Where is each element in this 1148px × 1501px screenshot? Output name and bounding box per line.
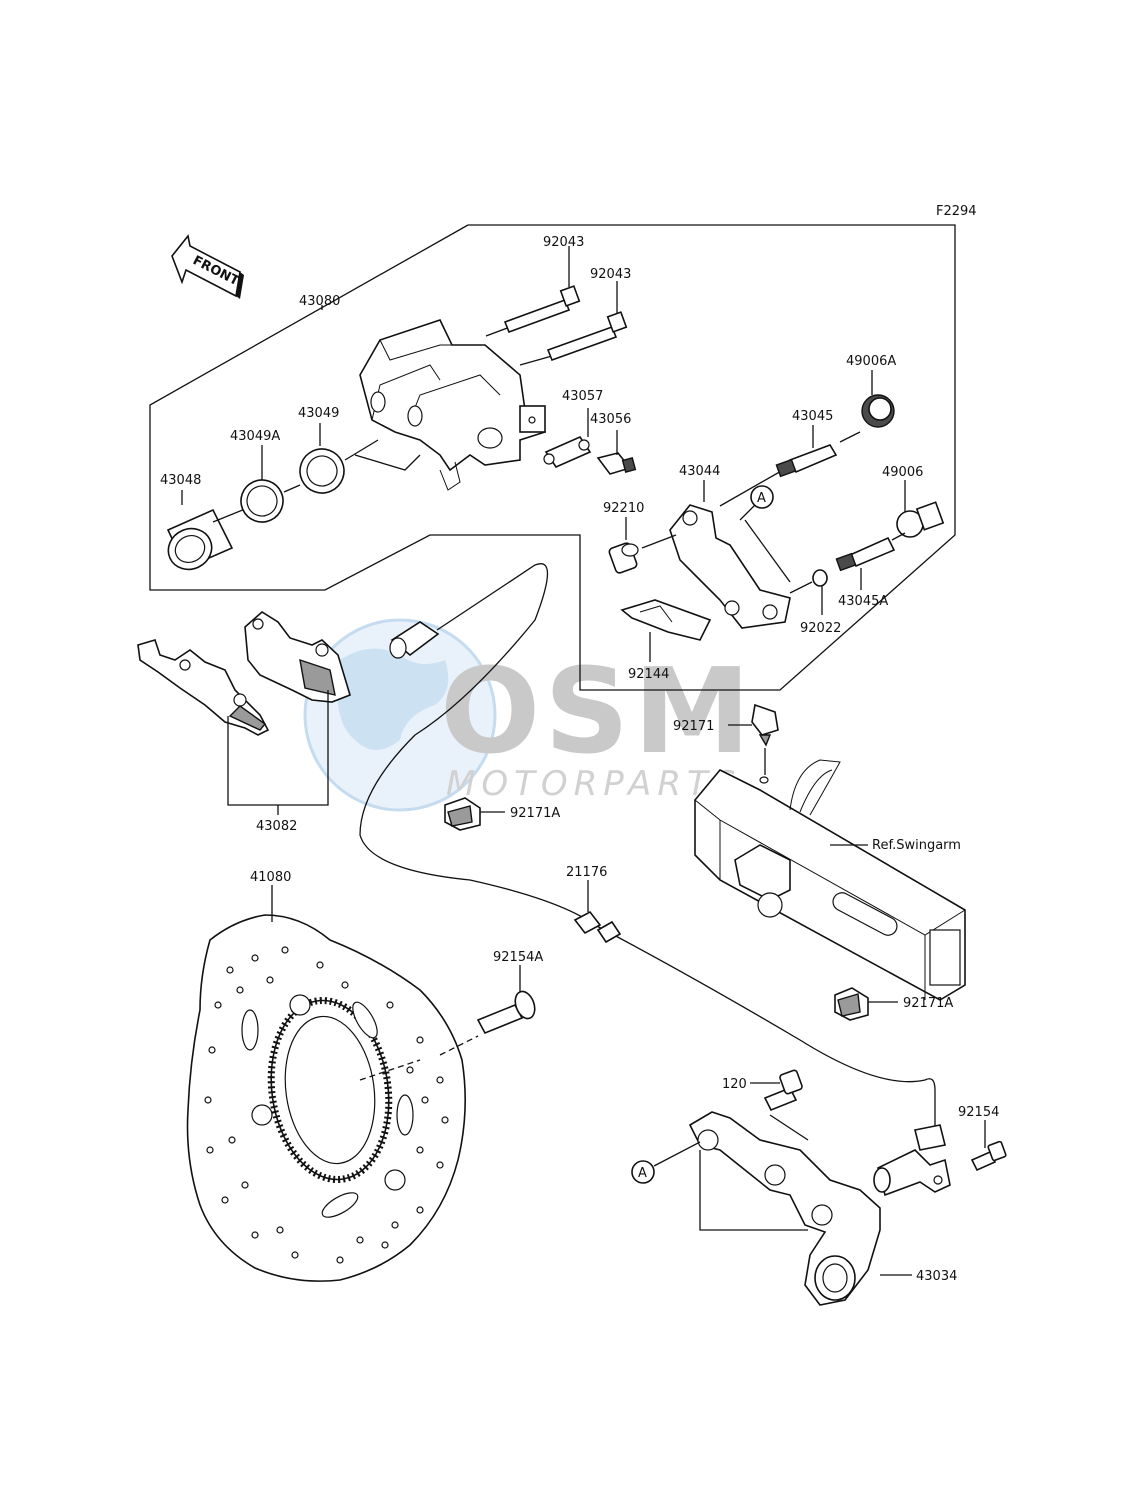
watermark-subtitle: MOTORPARTS xyxy=(446,764,741,804)
label-ref-swingarm: Ref.Swingarm xyxy=(872,838,961,853)
bolt-120 xyxy=(750,1069,809,1141)
seal-43049A xyxy=(240,445,301,523)
svg-text:A: A xyxy=(638,1166,647,1181)
label-43057: 43057 xyxy=(562,389,603,404)
circlip-92022 xyxy=(789,569,828,615)
label-43045A: 43045A xyxy=(838,594,888,609)
sensor-bracket-43034 xyxy=(688,1111,912,1306)
label-92022: 92022 xyxy=(800,621,841,636)
slide-pin-43045 xyxy=(775,425,861,478)
label-43080: 43080 xyxy=(299,294,340,309)
bleeder-cap-43057 xyxy=(543,408,592,469)
label-92171A-lower: 92171A xyxy=(903,996,953,1011)
abs-sensor-cable-21176 xyxy=(359,563,936,1130)
label-92210: 92210 xyxy=(603,501,644,516)
watermark-logo: OSM xyxy=(440,642,755,780)
sleeve-92210 xyxy=(608,517,677,574)
swingarm-reference xyxy=(694,759,966,1001)
caliper-bracket-43044 xyxy=(669,469,791,629)
seal-43049 xyxy=(299,423,421,494)
piston-43048 xyxy=(166,506,251,571)
pin-bolt-92043-upper xyxy=(485,246,581,337)
label-92171: 92171 xyxy=(673,719,714,734)
label-92144: 92144 xyxy=(628,667,669,682)
label-49006A: 49006A xyxy=(846,354,896,369)
callout-labels: 43080 92043 92043 49006A 43045 43057 430… xyxy=(160,235,999,1284)
label-43048: 43048 xyxy=(160,473,201,488)
label-92043-lower: 92043 xyxy=(590,267,631,282)
label-92154: 92154 xyxy=(958,1105,999,1120)
label-92154A: 92154A xyxy=(493,950,543,965)
label-120: 120 xyxy=(722,1077,747,1092)
label-43049A: 43049A xyxy=(230,429,280,444)
cable-clamp-92171A-lower xyxy=(834,987,898,1021)
pin-bolt-92043-lower xyxy=(519,281,628,366)
boot-49006 xyxy=(896,480,945,538)
watermark: OSM MOTORPARTS xyxy=(303,618,755,812)
label-21176: 21176 xyxy=(566,865,607,880)
brake-disc-41080 xyxy=(186,885,466,1282)
label-43056: 43056 xyxy=(590,412,631,427)
abs-sensor xyxy=(873,1124,951,1197)
front-direction-arrow-icon: FRONT xyxy=(171,234,244,299)
boot-49006A xyxy=(861,370,895,428)
marker-a-bottom: A xyxy=(631,1141,701,1184)
label-43049: 43049 xyxy=(298,406,339,421)
figure-code: F2294 xyxy=(936,204,977,219)
slide-pin-43045A xyxy=(835,532,906,590)
label-43082: 43082 xyxy=(256,819,297,834)
label-49006: 49006 xyxy=(882,465,923,480)
svg-text:A: A xyxy=(757,491,766,506)
bolt-92154 xyxy=(970,1120,1007,1172)
caliper-assembly-frame xyxy=(149,224,956,691)
marker-a-top: A xyxy=(750,485,774,509)
caliper-body xyxy=(359,319,546,491)
label-92043-upper: 92043 xyxy=(543,235,584,250)
bleeder-valve-43056 xyxy=(596,430,637,475)
label-43045: 43045 xyxy=(792,409,833,424)
label-43034: 43034 xyxy=(916,1269,957,1284)
brake-pad-set-43082 xyxy=(137,611,351,815)
cable-clamp-92171A-upper xyxy=(444,797,505,831)
cable-clamp-92171 xyxy=(728,703,779,784)
label-92171A-upper: 92171A xyxy=(510,806,560,821)
disc-bolt-92154A xyxy=(359,965,536,1081)
label-41080: 41080 xyxy=(250,870,291,885)
pad-spring-92144 xyxy=(620,599,712,662)
label-43044: 43044 xyxy=(679,464,720,479)
